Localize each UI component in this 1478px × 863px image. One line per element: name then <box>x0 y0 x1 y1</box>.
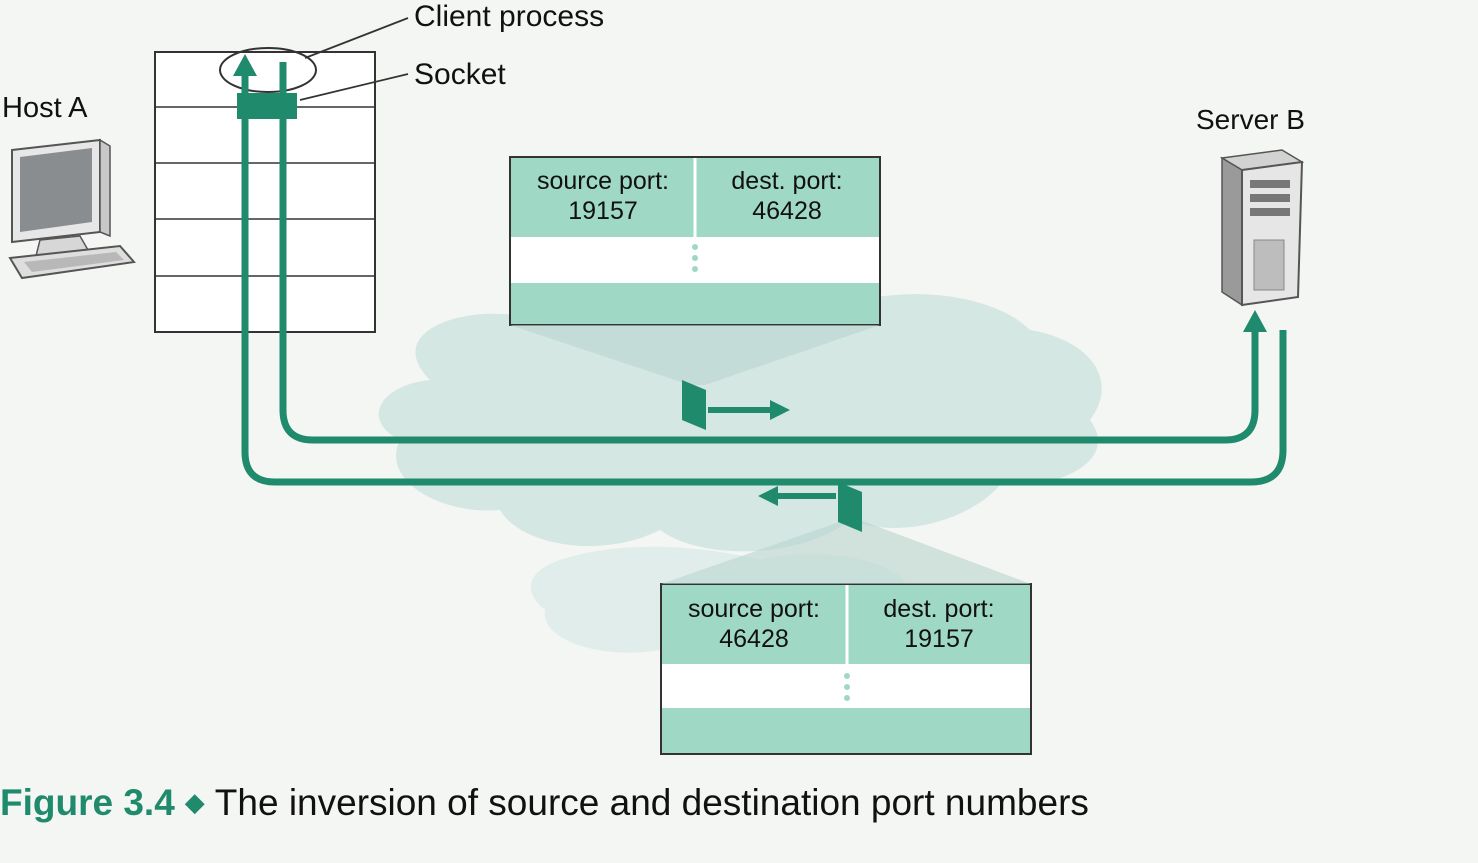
segment-2-source-value: 46428 <box>719 625 789 653</box>
segment-1-source-label: source port: <box>536 167 669 195</box>
segment-1-source-value: 19157 <box>568 197 638 225</box>
segment-2-source-label: source port: <box>687 595 820 623</box>
server-b-label: Server B <box>1196 104 1305 135</box>
figure-number: Figure 3.4 <box>0 782 175 823</box>
lower-packet-shadow <box>661 520 1031 584</box>
desktop-computer-icon <box>8 138 136 280</box>
segment-1-dest-field: dest. port: 46428 <box>697 166 877 226</box>
segment-upper-box <box>509 156 881 326</box>
return-segment-marker <box>758 482 862 532</box>
client-process-label: Client process <box>414 0 605 33</box>
segment-2-dest-value: 19157 <box>904 625 974 653</box>
segment-1-dest-label: dest. port: <box>731 167 843 195</box>
server-arrowhead <box>1243 310 1267 332</box>
client-to-server-path <box>279 62 1259 444</box>
segment-2-dest-field: dest. port: 19157 <box>849 594 1029 654</box>
diamond-bullet-icon: ◆ <box>184 787 205 817</box>
segment-1-source-field: source port: 19157 <box>512 166 694 226</box>
host-a-label: Host A <box>2 92 88 124</box>
client-process-ellipse <box>219 47 317 93</box>
client-arrowhead <box>233 54 257 76</box>
socket-label: Socket <box>414 58 506 91</box>
segment-1-dest-value: 46428 <box>752 197 822 225</box>
outbound-segment-marker <box>682 380 790 430</box>
figure-caption: Figure 3.4 ◆ The inversion of source and d… <box>0 782 1310 842</box>
segment-2-source-field: source port: 46428 <box>663 594 845 654</box>
segment-2-dest-label: dest. port: <box>883 595 995 623</box>
segment-lower-box <box>660 583 1032 755</box>
client-process-leader <box>304 17 409 59</box>
socket-leader <box>299 73 409 101</box>
server-to-client-path <box>241 74 1287 486</box>
server-tower-icon <box>1219 149 1305 307</box>
figure-caption-text: The inversion of source and destination … <box>214 782 1089 823</box>
upper-packet-shadow <box>510 325 880 385</box>
